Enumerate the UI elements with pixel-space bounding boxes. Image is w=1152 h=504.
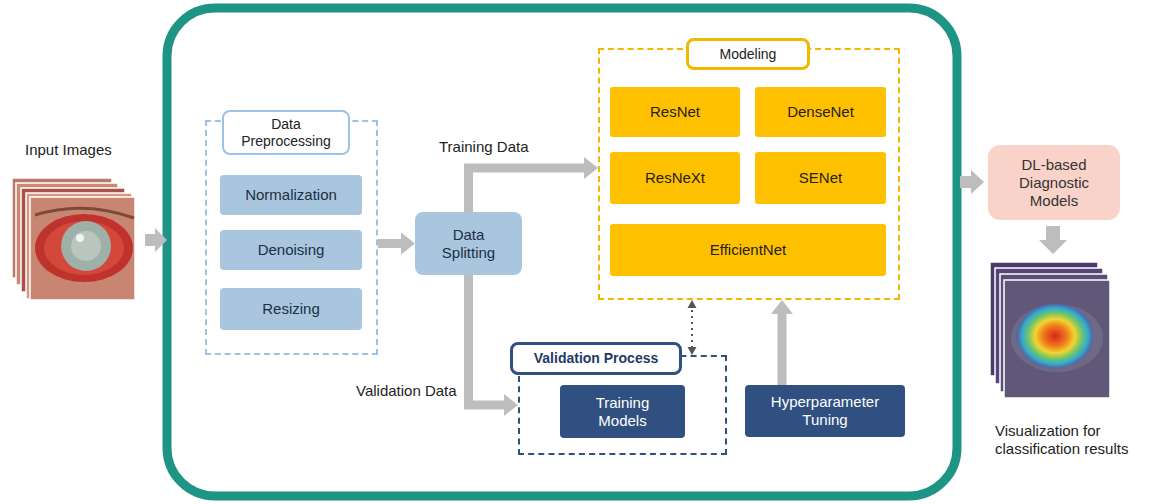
box-label: Resizing: [262, 300, 320, 318]
box-label: DenseNet: [787, 103, 854, 121]
edge-label: Training Data: [439, 138, 529, 156]
flow-connector: [771, 300, 793, 385]
model-box: ResNet: [610, 87, 740, 137]
group-box: ModelingResNet DenseNetResNeXt SENetEffici…: [598, 48, 900, 300]
process-box: Hyperparameter Tuning: [745, 385, 905, 437]
group-box: Validation ProcessTraining Models: [518, 355, 727, 455]
process-box: Resizing: [220, 288, 362, 330]
input-image-stack: [12, 178, 135, 300]
caption-label: Visualization for classification results: [995, 422, 1145, 458]
caption-label: Input Images: [25, 141, 112, 159]
model-box: ResNeXt: [610, 152, 740, 204]
heading-tab: Data Preprocessing: [222, 110, 350, 155]
box-label: Denoising: [258, 241, 325, 259]
box-label: Normalization: [245, 186, 337, 204]
flow-connector: [378, 233, 415, 255]
result-box: DL-based Diagnostic Models: [988, 145, 1120, 220]
model-box: DenseNet: [755, 87, 886, 137]
box-label: ResNeXt: [645, 169, 705, 187]
box-label: Data Splitting: [429, 226, 509, 262]
group-box: Data PreprocessingNormalizationDenoising…: [205, 120, 378, 355]
flow-arrow: [960, 170, 984, 194]
flow-arrow: [145, 228, 167, 252]
box-label: Training Models: [578, 394, 668, 430]
process-box: Denoising: [220, 230, 362, 270]
box-label: Hyperparameter Tuning: [760, 393, 890, 429]
group-heading: Modeling: [720, 46, 777, 63]
dotted-connector: [688, 300, 697, 355]
box-label: EfficientNet: [710, 241, 786, 259]
box-label: DL-based Diagnostic Models: [1002, 156, 1107, 210]
model-box: EfficientNet: [610, 224, 886, 276]
edge-label: Validation Data: [356, 382, 457, 400]
flow-connector: [469, 157, 599, 212]
box-label: SENet: [799, 169, 842, 187]
process-box: Normalization: [220, 175, 362, 215]
model-box: SENet: [755, 152, 886, 204]
flow-arrow: [1039, 226, 1067, 254]
process-box: Training Models: [560, 385, 685, 438]
pipeline-frame: [167, 8, 957, 496]
heading-tab: Validation Process: [510, 342, 682, 375]
process-box: Data Splitting: [415, 212, 522, 275]
heading-tab: Modeling: [686, 38, 810, 70]
group-heading: Data Preprocessing: [230, 116, 342, 150]
group-heading: Validation Process: [534, 350, 659, 367]
heatmap-image-stack: [990, 262, 1110, 398]
box-label: ResNet: [650, 103, 700, 121]
